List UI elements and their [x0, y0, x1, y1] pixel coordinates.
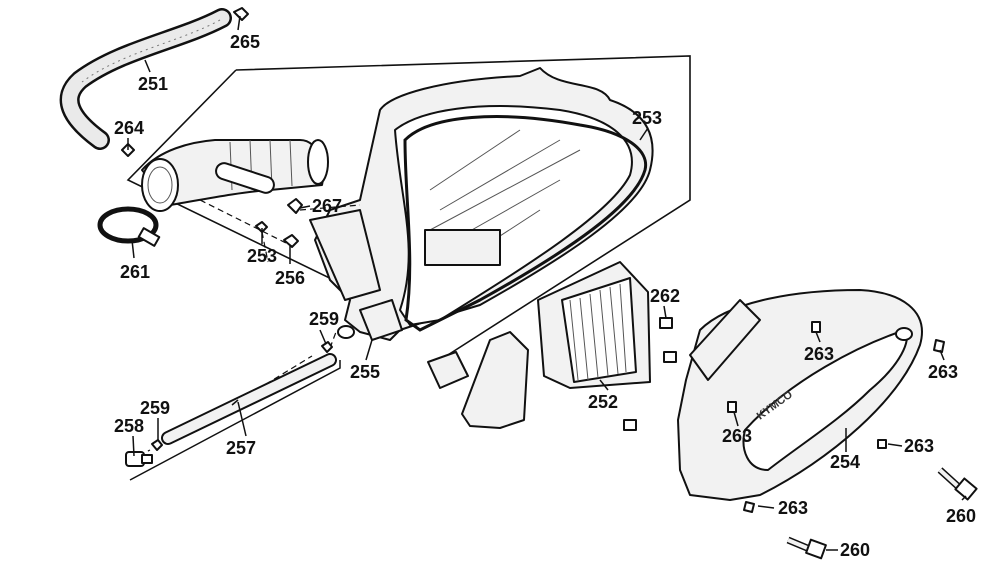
callout-253-right: 253: [632, 108, 662, 128]
drain-hose-257: [161, 353, 337, 445]
outer-cover-254: KYMCO: [677, 289, 923, 501]
inner-cover: [461, 331, 529, 429]
callout-259-lower: 259: [140, 398, 170, 418]
callout-257: 257: [226, 438, 256, 458]
callout-263-e: 263: [778, 498, 808, 518]
screw-263-d: [877, 439, 887, 449]
clip-256: [283, 234, 299, 248]
callout-263-b: 263: [928, 362, 958, 382]
air-filter-case-253: [309, 67, 654, 341]
assembly-frame: [126, 55, 691, 361]
foam-block: [427, 351, 469, 389]
bolt-260-a: [937, 467, 978, 501]
callout-256: 256: [275, 268, 305, 288]
breather-hose-251: [59, 8, 232, 150]
clip-265: [233, 7, 249, 21]
case-gasket-253: [403, 115, 648, 332]
callout-260-right: 260: [946, 506, 976, 526]
reference-bracket: [129, 360, 341, 481]
callout-264: 264: [114, 118, 144, 138]
screw-263-e: [743, 501, 755, 513]
callout-263-d: 263: [904, 436, 934, 456]
callout-259-upper: 259: [309, 309, 339, 329]
callout-263-a: 263: [804, 344, 834, 364]
callout-253-left: 253: [247, 246, 277, 266]
callout-258: 258: [114, 416, 144, 436]
screw-263-b: [933, 339, 945, 353]
callout-263-c: 263: [722, 426, 752, 446]
callout-262: 262: [650, 286, 680, 306]
dashed-leaders: [129, 199, 361, 461]
callout-267: 267: [312, 196, 342, 216]
intake-duct: [141, 139, 329, 212]
drain-plug-258: [125, 451, 153, 467]
screw-263-c: [727, 401, 737, 413]
callout-260-bottom: 260: [840, 540, 870, 560]
bolt-260-b: [786, 536, 827, 560]
clip-259-upper: [321, 341, 333, 353]
clip-253-small: [255, 221, 268, 233]
clip-259-lower: [151, 439, 163, 451]
callout-265: 265: [230, 32, 260, 52]
filter-element-252: [537, 261, 651, 389]
callout-261: 261: [120, 262, 150, 282]
callout-252: 252: [588, 392, 618, 412]
screw-263-a: [811, 321, 821, 333]
callout-251: 251: [138, 74, 168, 94]
hose-clamp-261: [97, 206, 161, 247]
clip-267: [287, 198, 303, 214]
callout-254: 254: [830, 452, 860, 472]
callout-255: 255: [350, 362, 380, 382]
callout-leaders: [127, 15, 967, 551]
